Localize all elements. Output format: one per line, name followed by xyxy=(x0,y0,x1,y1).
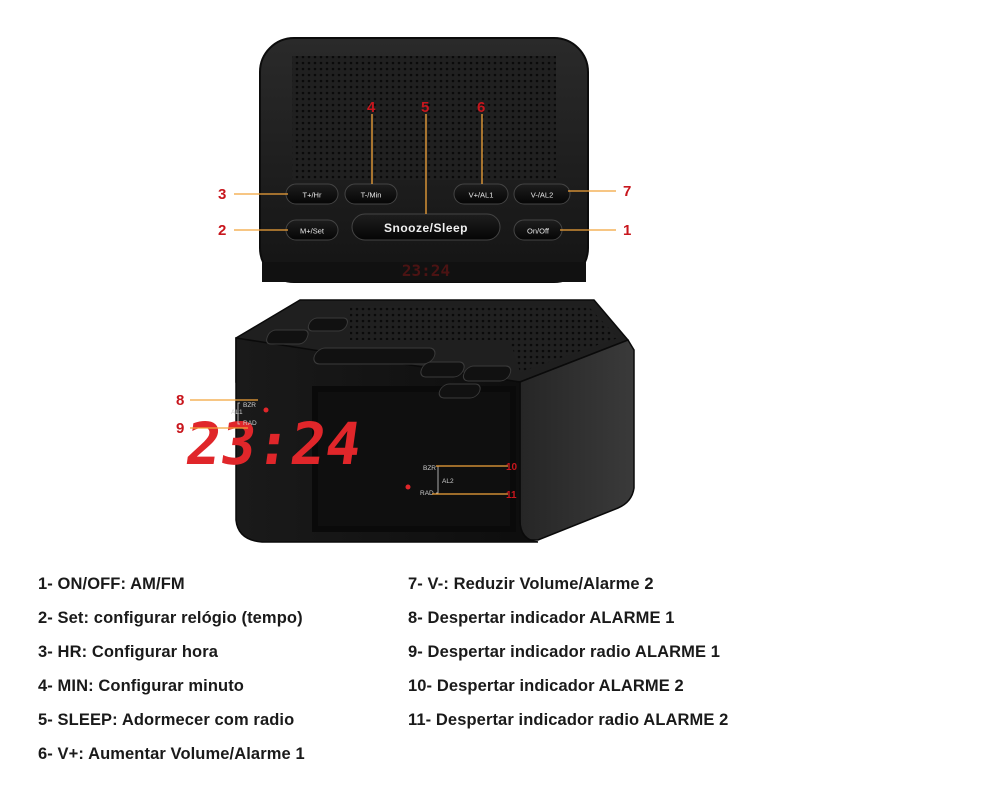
legend-item-5: 5- SLEEP: Adormecer com radio xyxy=(38,711,295,729)
on-off-button[interactable]: On/Off xyxy=(513,219,563,241)
legend-item-1: 1- ON/OFF: AM/FM xyxy=(38,575,185,593)
svg-text:BZR: BZR xyxy=(423,465,436,472)
top-view-display-ghost: 23:24 xyxy=(402,261,450,280)
left-indicator-dot xyxy=(263,407,269,413)
right-indicator-dot xyxy=(405,484,411,490)
callout-10: 10 xyxy=(506,462,518,473)
top-view: 23:24 T+/Hr T-/Min V+/AL1 V-/AL2 M+/Set … xyxy=(218,37,631,283)
callout-9: 9 xyxy=(176,420,184,437)
callout-3: 3 xyxy=(218,186,226,203)
svg-text:M+/Set: M+/Set xyxy=(300,227,325,236)
callout-2: 2 xyxy=(218,222,226,239)
svg-text:RAD: RAD xyxy=(420,490,434,497)
svg-text:Snooze/Sleep: Snooze/Sleep xyxy=(384,221,468,235)
svg-text:On/Off: On/Off xyxy=(527,227,550,236)
svg-text:BZR: BZR xyxy=(243,402,256,409)
legend-item-9: 9- Despertar indicador radio ALARME 1 xyxy=(408,643,721,661)
legend-item-6: 6- V+: Aumentar Volume/Alarme 1 xyxy=(38,745,305,763)
top-callout-lines xyxy=(234,114,616,231)
t-hr-button[interactable]: T+/Hr xyxy=(285,183,339,205)
snooze-sleep-button[interactable]: Snooze/Sleep xyxy=(351,213,501,241)
front-view: 23:24 BZR AL1 RAD BZR AL2 RAD 8 9 xyxy=(176,299,635,543)
svg-text:V+/AL1: V+/AL1 xyxy=(469,191,494,200)
callout-4: 4 xyxy=(367,99,376,116)
svg-text:T+/Hr: T+/Hr xyxy=(303,191,322,200)
svg-text:T-/Min: T-/Min xyxy=(361,191,382,200)
legend-item-3: 3- HR: Configurar hora xyxy=(38,643,219,661)
left-indicator-labels: BZR AL1 RAD xyxy=(231,402,257,427)
legend-item-2: 2- Set: configurar relógio (tempo) xyxy=(38,609,303,627)
front-view-side xyxy=(519,339,635,541)
t-min-button[interactable]: T-/Min xyxy=(344,183,398,205)
callout-11: 11 xyxy=(506,490,517,501)
m-set-button[interactable]: M+/Set xyxy=(285,219,339,241)
svg-text:V-/AL2: V-/AL2 xyxy=(531,191,554,200)
callout-1: 1 xyxy=(623,222,631,239)
legend-item-7: 7- V-: Reduzir Volume/Alarme 2 xyxy=(408,575,654,593)
legend-item-4: 4- MIN: Configurar minuto xyxy=(38,677,244,695)
svg-text:AL1: AL1 xyxy=(231,409,243,416)
legend-item-8: 8- Despertar indicador ALARME 1 xyxy=(408,609,675,627)
front-view-top-grille xyxy=(350,306,618,372)
front-callout-lines xyxy=(190,399,508,495)
top-view-speaker-grille xyxy=(292,56,556,180)
callout-8: 8 xyxy=(176,392,184,409)
front-view-time-display: 23:24 xyxy=(182,410,366,478)
callout-5: 5 xyxy=(421,99,429,116)
legend-right-column: 7- V-: Reduzir Volume/Alarme 2 8- Desper… xyxy=(408,570,728,740)
legend-item-11: 11- Despertar indicador radio ALARME 2 xyxy=(408,711,729,729)
v-al1-button[interactable]: V+/AL1 xyxy=(453,183,509,205)
legend-left-column: 1- ON/OFF: AM/FM 2- Set: configurar reló… xyxy=(38,570,305,774)
svg-text:AL2: AL2 xyxy=(442,478,454,485)
clock-diagram: 23:24 T+/Hr T-/Min V+/AL1 V-/AL2 M+/Set … xyxy=(176,37,635,543)
callout-7: 7 xyxy=(623,183,631,200)
legend: 1- ON/OFF: AM/FM 2- Set: configurar reló… xyxy=(0,570,982,790)
front-view-top-buttons xyxy=(266,317,512,399)
callout-6: 6 xyxy=(477,99,485,116)
svg-text:RAD: RAD xyxy=(243,420,257,427)
v-al2-button[interactable]: V-/AL2 xyxy=(513,183,571,205)
legend-item-10: 10- Despertar indicador ALARME 2 xyxy=(408,677,684,695)
